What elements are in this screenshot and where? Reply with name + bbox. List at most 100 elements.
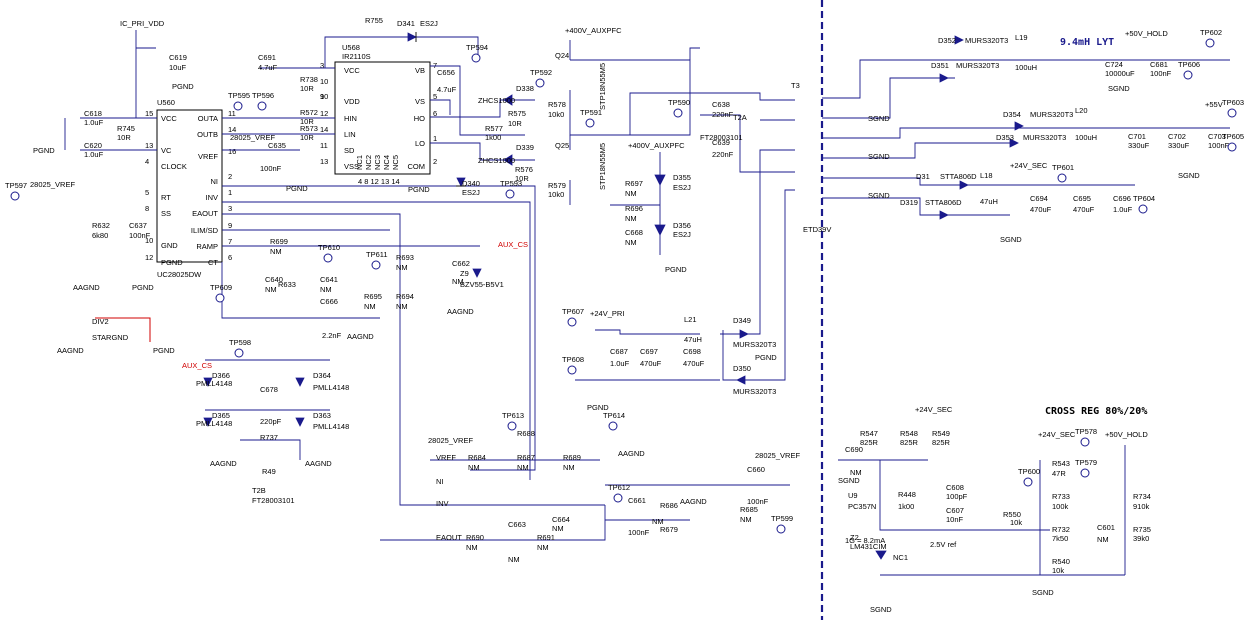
- diode-glyphs: [203, 32, 1024, 560]
- ref-r549: R549: [932, 429, 950, 438]
- value-c661: 100nF: [628, 528, 650, 537]
- value-c656: 4.7uF: [437, 85, 457, 94]
- ref-l21: L21: [684, 315, 697, 324]
- ref-c698: C698: [683, 347, 701, 356]
- tp-marker-tp591: [585, 118, 595, 128]
- value-r687: NM: [517, 463, 529, 472]
- net-vref: VREF: [436, 453, 456, 462]
- ref-d349: D349: [733, 316, 751, 325]
- net-aagnd-5: AAGND: [210, 459, 237, 468]
- value-c695: 470uF: [1073, 205, 1095, 214]
- u560-pin-name: RAMP: [196, 242, 218, 251]
- net-pgnd-7: PGND: [587, 403, 609, 412]
- u560-pin-num: 15: [145, 109, 153, 118]
- value-c620: 1.0uF: [84, 150, 104, 159]
- value-r577: 1k00: [485, 133, 501, 142]
- value-c607: 10nF: [946, 515, 964, 524]
- ref-r737: R737: [260, 433, 278, 442]
- ref-r543: R543: [1052, 459, 1070, 468]
- value-r549: 825R: [932, 438, 951, 447]
- value-r735: 39k0: [1133, 534, 1149, 543]
- ref-r576: R576: [515, 165, 533, 174]
- u560-pin-num: 5: [145, 188, 149, 197]
- ref-d31: D31: [916, 172, 930, 181]
- net-aagnd-4: AAGND: [447, 307, 474, 316]
- tp-marker-tp596: [257, 101, 267, 111]
- value-c641: NM: [320, 285, 332, 294]
- ref-r575: R575: [508, 109, 526, 118]
- net-24v-pri: +24V_PRI: [590, 309, 624, 318]
- u568-pin-num: 10: [320, 92, 328, 101]
- net-400v-auxpfc-1: +400V_AUXPFC: [565, 26, 622, 35]
- ref-c691: C691: [258, 53, 276, 62]
- u568-pin-name: VS: [415, 97, 425, 106]
- net-aux-cs-1: AUX_CS: [498, 240, 528, 249]
- net-sgnd-7: SGND: [838, 476, 860, 485]
- ref-r448: R448: [898, 490, 916, 499]
- u568-part: IR2110S: [342, 52, 371, 61]
- value-r575: 10R: [508, 119, 522, 128]
- value-c666: 2.2nF: [322, 331, 342, 340]
- value-c601: NM: [1097, 535, 1109, 544]
- net-pgnd-5: PGND: [132, 283, 154, 292]
- annotation-nc-flag: NC1: [893, 553, 908, 562]
- tp-label-tp593: TP593: [500, 179, 522, 188]
- tp-label-tp600: TP600: [1018, 467, 1040, 476]
- ref-r694: R694: [396, 292, 414, 301]
- u568-pin-name: VB: [415, 66, 425, 75]
- value-c691: 4.7uF: [258, 63, 278, 72]
- ref-c635: C635: [268, 141, 286, 150]
- value-r685: NM: [740, 515, 752, 524]
- ref-r572: R572: [300, 108, 318, 117]
- ref-z2: Z2: [850, 533, 859, 542]
- tp-marker-tp597: [10, 191, 20, 201]
- tp-marker-tp594: [471, 53, 481, 63]
- value-t2b: FT28003101: [252, 496, 295, 505]
- net-sgnd-6: SGND: [1000, 235, 1022, 244]
- annotation-inductance: 9.4mH LYT: [1060, 37, 1114, 48]
- ref-r579: R579: [548, 181, 566, 190]
- value-c697: 470uF: [640, 359, 662, 368]
- u560-pin-num: 13: [145, 141, 153, 150]
- ref-q25: Q25: [555, 141, 569, 150]
- u560-pin-name: PGND: [161, 258, 183, 267]
- u568-nc-pin: NC5: [391, 155, 400, 170]
- net-sgnd-3: SGND: [868, 152, 890, 161]
- u560-pin-num: 3: [228, 204, 232, 213]
- ref-r699: R699: [270, 237, 288, 246]
- value-u9: PC357N: [848, 502, 876, 511]
- tp-marker-tp612: [613, 493, 623, 503]
- ic-u568: U568 IR2110S: [334, 43, 431, 175]
- u568-nc-pin: NC3: [373, 155, 382, 170]
- value-r696: NM: [625, 214, 637, 223]
- u560-pin-num: 12: [145, 253, 153, 262]
- ref-div2: DIV2: [92, 317, 109, 326]
- net-vref-28025-3: 28025_VREF: [428, 436, 473, 445]
- net-aagnd-1: AAGND: [73, 283, 100, 292]
- value-c690: NM: [850, 468, 862, 477]
- value-r745: 10R: [117, 133, 131, 142]
- value-d319: STTA806D: [925, 198, 962, 207]
- net-sgnd-1: SGND: [1108, 84, 1130, 93]
- u568-pin-name: COM: [408, 162, 426, 171]
- net-stargnd: STARGND: [92, 333, 129, 342]
- tp-marker-tp593: [505, 189, 515, 199]
- ref-c664: C664: [552, 515, 570, 524]
- value-r578: 10k0: [548, 110, 564, 119]
- ref-l19: L19: [1015, 33, 1028, 42]
- u568-pin-num: 11: [320, 141, 328, 150]
- tp-marker-tp610: [323, 253, 333, 263]
- tp-label-tp604: TP604: [1133, 194, 1155, 203]
- ref-c695: C695: [1073, 194, 1091, 203]
- value-c664: NM: [552, 524, 564, 533]
- value-c637: 100nF: [129, 231, 151, 240]
- ref-c607: C607: [946, 506, 964, 515]
- ref-d341: D341: [397, 19, 415, 28]
- net-sgnd-5: SGND: [1178, 171, 1200, 180]
- net-400v-auxpfc-2: +400V_AUXPFC: [628, 141, 685, 150]
- tp-label-tp597: TP597: [5, 181, 27, 190]
- ref-r732: R732: [1052, 525, 1070, 534]
